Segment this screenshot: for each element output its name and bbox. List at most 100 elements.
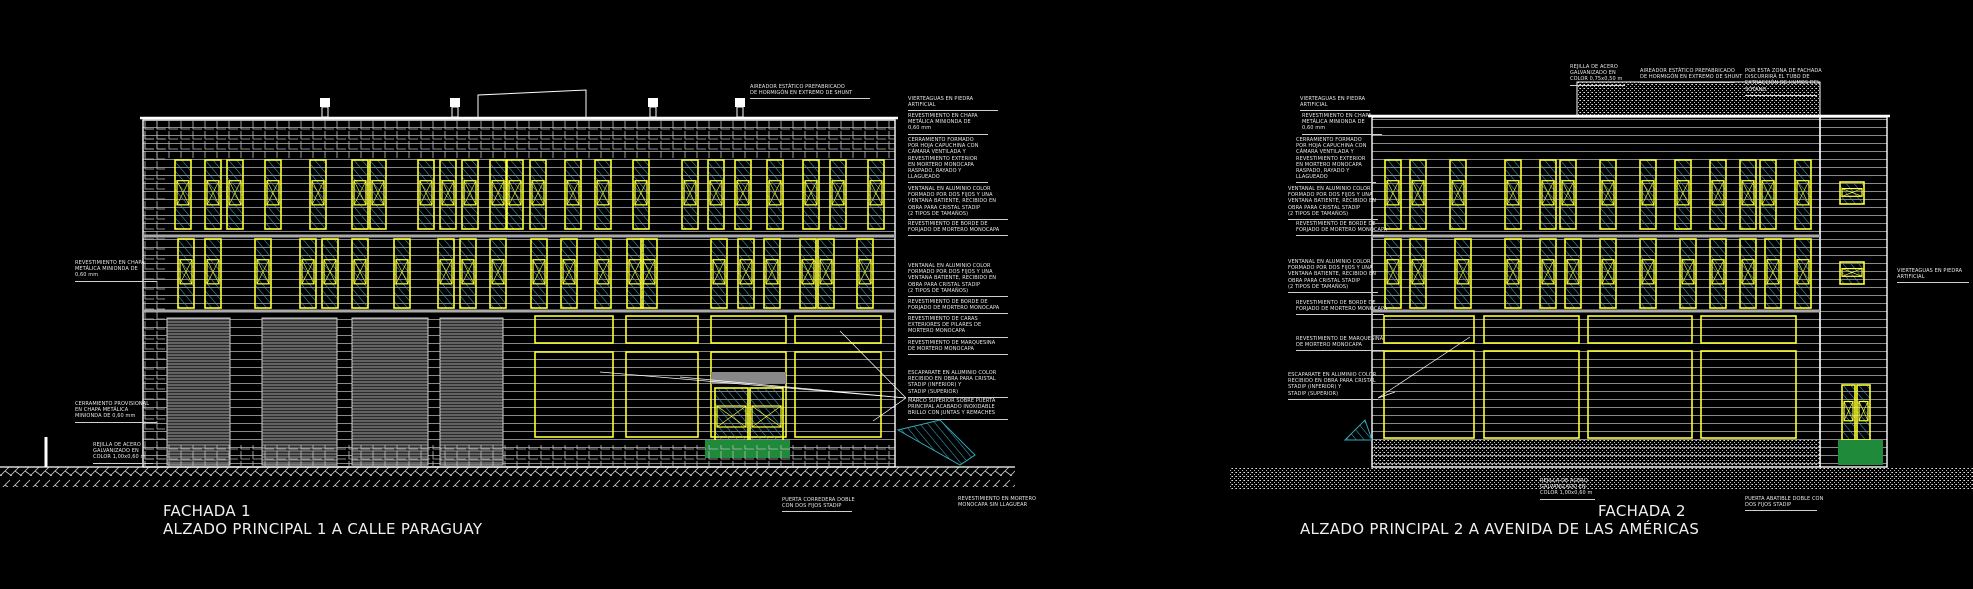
window-opening-mark bbox=[596, 180, 610, 205]
note-line: STADIP (INFERIOR) Y bbox=[908, 382, 962, 389]
window bbox=[594, 238, 612, 309]
window bbox=[309, 159, 327, 230]
window-opening-mark bbox=[628, 259, 642, 284]
window bbox=[1639, 159, 1657, 230]
note-line: REJILLA DE ACERO bbox=[1540, 478, 1588, 484]
note-line: STADIP (SUPERIOR) bbox=[1288, 390, 1339, 397]
note-line: AIREADOR ESTÁTICO PREFABRICADO bbox=[1640, 68, 1735, 74]
window bbox=[254, 238, 272, 309]
note-line: REVESTIMIENTO DE MARQUESINA bbox=[908, 340, 996, 346]
window-sash bbox=[1541, 259, 1555, 285]
window bbox=[1679, 238, 1697, 309]
window-opening-mark bbox=[179, 259, 193, 284]
window-opening-mark bbox=[463, 180, 477, 205]
window-sash bbox=[712, 259, 726, 285]
window-sash bbox=[176, 180, 190, 206]
window-sash bbox=[1386, 259, 1400, 285]
window-sash bbox=[531, 180, 545, 206]
window-sash bbox=[642, 259, 656, 285]
roof-vent-stem bbox=[736, 106, 744, 118]
window-opening-mark bbox=[1561, 180, 1575, 205]
window-sash bbox=[1711, 259, 1725, 285]
window-opening-mark bbox=[532, 259, 546, 284]
note-line: DISCURRIRÁ EL TUBO DE bbox=[1745, 74, 1810, 81]
shopfront-transom bbox=[1383, 315, 1475, 344]
window bbox=[1384, 159, 1402, 230]
note-line: DE HORMIGÓN EN EXTREMO DE SHUNT bbox=[1640, 74, 1743, 81]
window bbox=[714, 387, 749, 449]
note-line: METÁLICA MINIONDA DE bbox=[1302, 119, 1365, 126]
window bbox=[351, 159, 369, 230]
window bbox=[817, 238, 835, 309]
metal-shutter bbox=[261, 317, 338, 466]
rooftop-block bbox=[1576, 81, 1821, 118]
shopfront-transom bbox=[710, 315, 787, 344]
window bbox=[1454, 238, 1472, 309]
roof-vent bbox=[735, 98, 745, 107]
window-sash bbox=[804, 180, 818, 206]
window-sash bbox=[256, 259, 270, 285]
window bbox=[1409, 238, 1427, 309]
note-line: ESCAPARATE EN ALUMINIO COLOR bbox=[908, 370, 997, 376]
window-opening-mark bbox=[709, 180, 723, 205]
window bbox=[459, 238, 477, 309]
window-opening-mark bbox=[371, 180, 385, 205]
window bbox=[749, 387, 784, 449]
window bbox=[321, 238, 339, 309]
window-sash bbox=[596, 180, 610, 206]
ramp bbox=[1343, 419, 1373, 441]
note-line: MARCO SUPERIOR SOBRE PUERTA bbox=[908, 398, 996, 404]
shopfront-transom bbox=[1587, 315, 1693, 344]
window bbox=[829, 159, 847, 230]
window-opening-mark bbox=[1641, 180, 1655, 205]
window-sash bbox=[1676, 180, 1690, 206]
note-line: STADIP (INFERIOR) Y bbox=[1288, 384, 1342, 391]
ramp bbox=[896, 419, 976, 466]
window-sash bbox=[831, 180, 845, 206]
note-line: FORMADO POR DOS FIJOS Y UNA bbox=[1288, 265, 1373, 272]
note-line: CERRAMIENTO FORMADO bbox=[1296, 137, 1362, 143]
shopfront-transom bbox=[1700, 315, 1797, 344]
window-opening-mark bbox=[683, 180, 697, 205]
window bbox=[530, 238, 548, 309]
window-opening-mark bbox=[1741, 180, 1755, 205]
metal-shutter bbox=[351, 317, 429, 466]
note-line: DE MORTERO MONOCAPA bbox=[908, 346, 975, 353]
window-sash bbox=[1601, 259, 1615, 285]
window bbox=[560, 238, 578, 309]
note-line: VENTANAL EN ALUMINIO COLOR bbox=[1288, 259, 1371, 265]
window-sash bbox=[491, 259, 505, 285]
window-opening-mark bbox=[1841, 188, 1863, 197]
note-line: REJILLA DE ACERO bbox=[93, 442, 141, 448]
note-line: COLOR 1,00x0,60 m bbox=[1540, 490, 1593, 497]
window-sash bbox=[1766, 259, 1780, 285]
note-line: RECIBIDO EN OBRA PARA CRISTAL bbox=[908, 376, 996, 383]
note-line: (2 TIPOS DE TAMAÑOS) bbox=[908, 287, 969, 294]
window-sash bbox=[419, 180, 433, 206]
window-opening-mark bbox=[768, 180, 782, 205]
note-line: VIERTEAGUAS EN PIEDRA bbox=[908, 96, 974, 102]
window-sash bbox=[266, 180, 280, 206]
note-line: REVESTIMIENTO EN CHAPA bbox=[908, 113, 978, 119]
window-sash bbox=[765, 259, 779, 285]
metal-shutter bbox=[439, 317, 504, 466]
window bbox=[1794, 238, 1812, 309]
window-opening-mark bbox=[491, 180, 505, 205]
note-line: VENTANAL EN ALUMINIO COLOR bbox=[908, 263, 991, 269]
roof-vent bbox=[450, 98, 460, 107]
note-line: RASPADO, RAYADO Y bbox=[1296, 168, 1350, 175]
window-opening-mark bbox=[441, 180, 455, 205]
window-sash bbox=[508, 180, 522, 206]
window-sash bbox=[751, 405, 782, 428]
window bbox=[1599, 238, 1617, 309]
window-opening-mark bbox=[566, 180, 580, 205]
window-sash bbox=[353, 259, 367, 285]
